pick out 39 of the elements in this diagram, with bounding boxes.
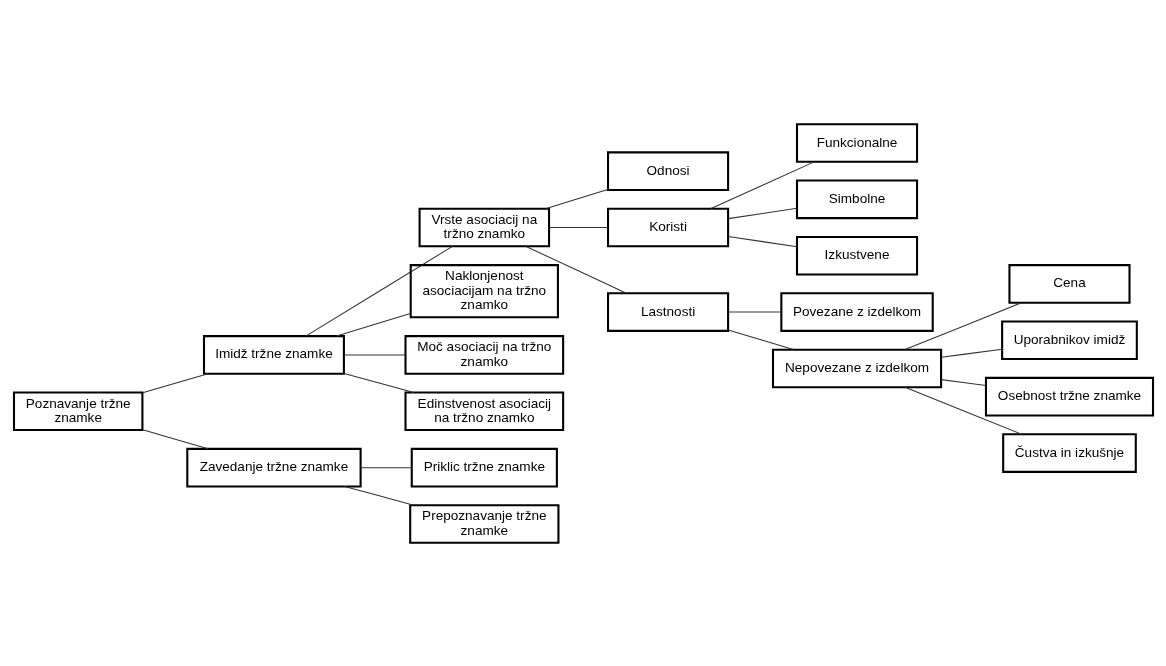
node-box: Funkcionalne: [795, 122, 918, 163]
node-box: Osebnost tržne znamke: [984, 376, 1154, 416]
node-box: Imidž tržne znamke: [202, 334, 345, 375]
connector: [141, 372, 209, 393]
connector: [343, 485, 414, 506]
node-box: Koristi: [606, 207, 729, 247]
connector: [304, 245, 453, 337]
connector: [335, 312, 411, 337]
connector: [548, 226, 608, 228]
node-box: Čustva in izkušnje: [1001, 432, 1137, 473]
node-box: Povezane z izdelkom: [779, 291, 934, 332]
connector: [727, 207, 797, 219]
node-box: Priklic tržne znamke: [410, 447, 558, 487]
connector: [343, 353, 406, 355]
connector: [343, 372, 414, 393]
node-box: Edinstvenost asociacij na tržno znamko: [403, 390, 564, 431]
node-box: Cena: [1007, 263, 1131, 304]
node-box: Uporabnikov imidž: [1000, 319, 1138, 360]
node-box: Zavedanje tržne znamke: [185, 447, 362, 487]
connector: [727, 328, 794, 350]
connector: [141, 428, 209, 449]
connector: [727, 235, 797, 247]
node-box: Simbolne: [795, 179, 918, 219]
node-box: Nepovezane z izdelkom: [771, 348, 942, 388]
connector: [359, 466, 412, 468]
connector: [710, 160, 815, 209]
node-box: Odnosi: [606, 150, 729, 191]
connector: [940, 378, 986, 386]
node-box: Vrste asociacij na tržno znamko: [418, 207, 550, 247]
node-box: Prepoznavanje tržne znamke: [408, 503, 559, 544]
node-box: Moč asociacij na tržno znamko: [403, 334, 564, 375]
connector: [904, 386, 1022, 435]
connector: [940, 348, 1003, 358]
node-box: Poznavanje tržne znamke: [12, 390, 143, 431]
connector: [727, 311, 782, 313]
node-box: Naklonjenost asociacijam na tržno znamko: [409, 263, 559, 318]
connector: [545, 188, 608, 209]
node-box: Izkustvene: [795, 235, 918, 276]
node-box: Lastnosti: [606, 291, 729, 332]
